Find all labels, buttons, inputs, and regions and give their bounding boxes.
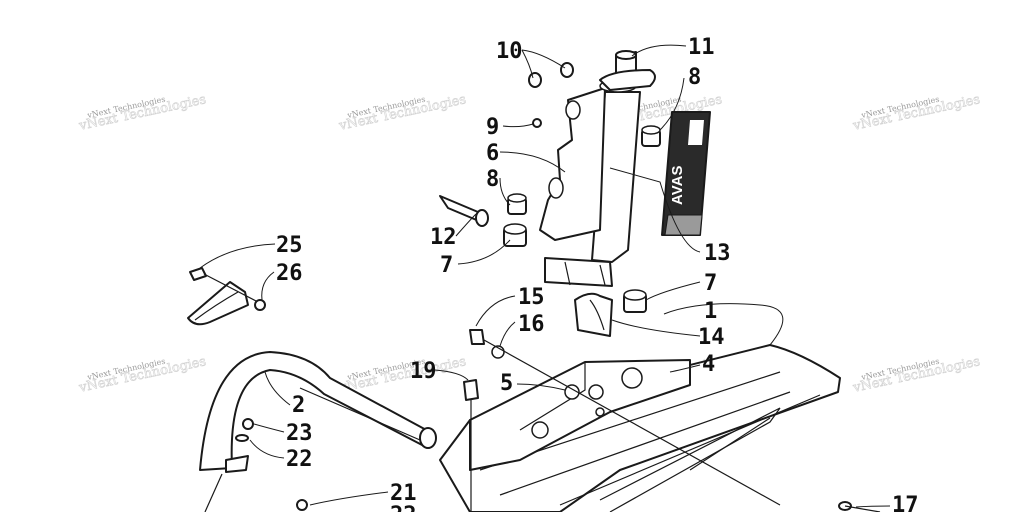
callout-12: 12 <box>430 225 457 250</box>
bushing-8-lower <box>507 193 527 215</box>
callout-26: 26 <box>276 261 303 286</box>
screw-17 <box>838 501 881 512</box>
saddle-bracket <box>469 359 691 471</box>
bushing-8-upper <box>641 125 661 147</box>
callout-19: 19 <box>410 359 437 384</box>
ski-handle <box>199 351 437 512</box>
callout-10: 10 <box>496 39 523 64</box>
callout-14: 14 <box>698 325 725 350</box>
callout-21: 21 <box>390 481 417 506</box>
watermark-8: vNext Technologies vNext Technologies <box>851 354 982 396</box>
decal-text: AVAS <box>669 166 686 205</box>
watermark-1: vNext Technologies vNext Technologies <box>77 92 208 134</box>
screw-21 <box>296 499 308 511</box>
callout-16: 16 <box>518 312 545 337</box>
callout-22a: 22 <box>286 447 313 472</box>
bolt-assembly <box>469 329 781 506</box>
spindle-cap <box>599 50 656 91</box>
callout-8b: 8 <box>486 167 499 192</box>
watermark-5: vNext Technologies vNext Technologies <box>77 354 208 396</box>
callout-11: 11 <box>688 35 715 60</box>
callout-9: 9 <box>486 115 499 140</box>
callout-13: 13 <box>704 241 731 266</box>
bushing-7-right <box>623 289 647 313</box>
callout-6: 6 <box>486 141 499 166</box>
watermarks: vNext Technologies vNext Technologies vN… <box>77 92 982 396</box>
callout-1: 1 <box>704 299 717 324</box>
callout-7a: 7 <box>440 253 453 278</box>
bushing-7-left <box>503 223 527 247</box>
callout-15: 15 <box>518 285 545 310</box>
nut <box>463 379 479 512</box>
callout-22b: 22 <box>390 503 417 512</box>
callout-7b: 7 <box>704 271 717 296</box>
pin <box>439 195 489 227</box>
callouts: 1 2 4 5 6 7 7 8 8 9 10 11 12 13 14 15 16… <box>276 35 919 512</box>
callout-4: 4 <box>702 352 715 377</box>
callout-23: 23 <box>286 421 313 446</box>
callout-5: 5 <box>500 371 513 396</box>
decal: AVAS <box>661 111 711 236</box>
callout-25: 25 <box>276 233 303 258</box>
watermark-2: vNext Technologies vNext Technologies <box>337 92 468 134</box>
spindle-hardware <box>528 62 574 128</box>
callout-17: 17 <box>892 493 919 512</box>
wear-block <box>574 292 613 337</box>
leader-lines <box>199 44 891 508</box>
callout-8a: 8 <box>688 65 701 90</box>
watermark-6: vNext Technologies vNext Technologies <box>337 354 468 396</box>
spindle <box>539 79 641 287</box>
bushings <box>503 125 661 313</box>
clip-bracket <box>187 267 266 326</box>
handle-hardware <box>235 418 254 442</box>
watermark-4: vNext Technologies vNext Technologies <box>851 92 982 134</box>
callout-2: 2 <box>292 393 305 418</box>
